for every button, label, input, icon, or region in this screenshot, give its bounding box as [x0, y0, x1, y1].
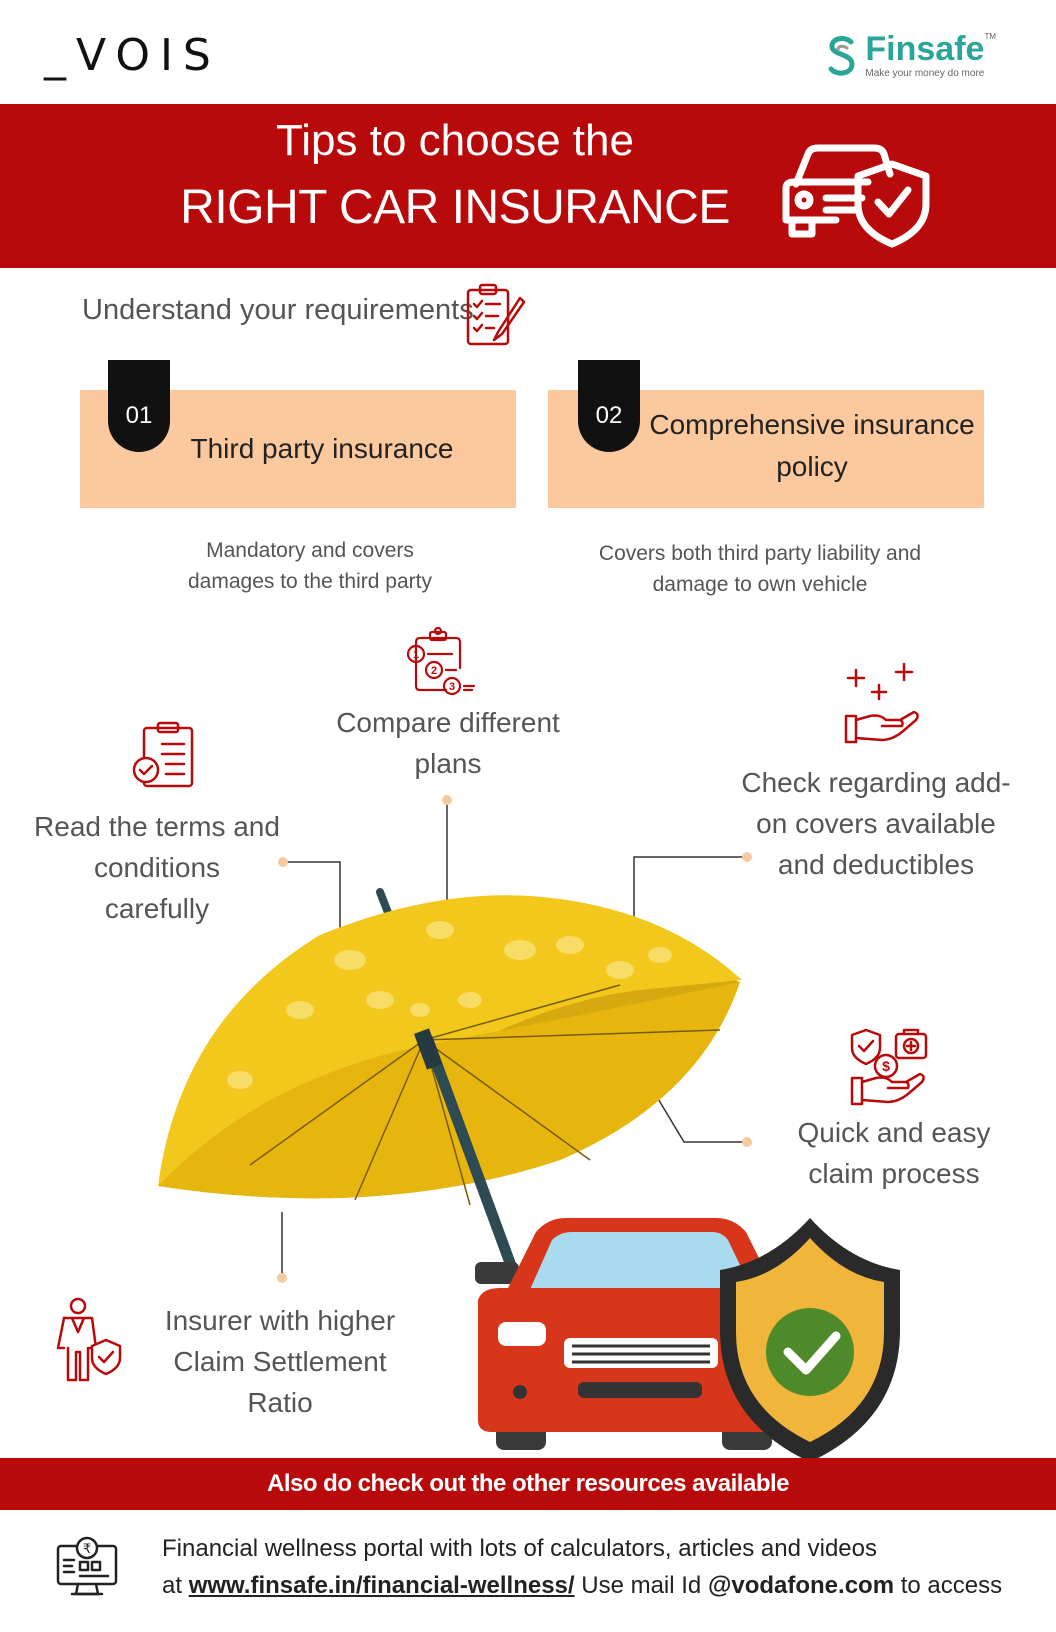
- finsafe-s-icon: [828, 35, 855, 76]
- document-check-icon: [132, 721, 194, 788]
- svg-text:1: 1: [413, 649, 419, 661]
- option-label-comprehensive-line1: Comprehensive insurance: [649, 409, 975, 440]
- tip-line: Claim Settlement: [173, 1346, 387, 1377]
- numbered-list-clipboard-icon: 123: [406, 626, 476, 696]
- resources-bar: Also do check out the other resources av…: [0, 1458, 1056, 1510]
- tip-read-terms: Read the terms and conditions carefully: [30, 806, 284, 929]
- tip-line: Read the terms and: [34, 811, 280, 842]
- option-desc-comprehensive: Covers both third party liability and da…: [570, 538, 950, 600]
- desc-line: Covers both third party liability and: [598, 542, 922, 565]
- shield-check-illustration: [720, 1218, 900, 1458]
- tip-line: carefully: [104, 893, 210, 924]
- tip-line: and deductibles: [777, 849, 975, 880]
- person-shield-icon: [56, 1297, 122, 1382]
- portal-email-domain: @vodafone.com: [707, 1572, 895, 1599]
- banner-line1: Tips to choose the: [276, 116, 634, 165]
- vois-logo: _VOIS: [44, 30, 221, 81]
- portal-url-link[interactable]: www.finsafe.in/financial-wellness/: [188, 1572, 575, 1599]
- finsafe-tagline: Make your money do more: [865, 68, 985, 79]
- option-label-third-party: Third party insurance: [190, 433, 454, 464]
- checklist-clipboard-icon: [466, 283, 526, 346]
- svg-text:$: $: [882, 1058, 890, 1074]
- option-number-02: 02: [578, 360, 640, 452]
- requirements-title: Understand your requirements: [82, 294, 474, 326]
- tip-claim-process: Quick and easy claim process: [766, 1112, 1022, 1194]
- finsafe-name: Finsafe: [865, 30, 985, 68]
- finsafe-tm: TM: [984, 32, 996, 41]
- tip-line: claim process: [808, 1158, 980, 1189]
- tip-line: on covers available: [756, 808, 996, 839]
- tip-line: Ratio: [247, 1387, 313, 1418]
- title-banner: Tips to choose the RIGHT CAR INSURANCE: [0, 104, 1056, 268]
- portal-line1: Financial wellness portal with lots of c…: [162, 1535, 877, 1562]
- portal-info: Financial wellness portal with lots of c…: [162, 1530, 1002, 1604]
- option-number-01: 01: [108, 360, 170, 452]
- umbrella-illustration: [158, 795, 900, 1458]
- hand-plus-icon: [844, 662, 919, 744]
- tip-line: Compare different: [336, 707, 560, 738]
- desc-line: damage to own vehicle: [652, 573, 868, 596]
- banner-line2: RIGHT CAR INSURANCE: [180, 181, 730, 234]
- portal-at: at: [162, 1572, 183, 1599]
- car-illustration: [475, 1218, 804, 1450]
- portal-suffix: to access: [900, 1572, 1003, 1599]
- option-label-comprehensive-line2: policy: [776, 451, 848, 482]
- tip-line: plans: [414, 748, 482, 779]
- option-desc-third-party: Mandatory and covers damages to the thir…: [140, 535, 480, 597]
- svg-text:3: 3: [449, 681, 455, 693]
- svg-text:₹: ₹: [83, 1542, 91, 1557]
- portal-mail-text: Use mail Id: [581, 1572, 702, 1599]
- desc-line: damages to the third party: [188, 570, 432, 593]
- tip-compare-plans: Compare different plans: [320, 702, 576, 784]
- tip-line: Quick and easy: [797, 1117, 991, 1148]
- tip-line: conditions: [93, 852, 221, 883]
- tip-line: Insurer with higher: [164, 1305, 396, 1336]
- option-label-comprehensive: Comprehensive insurance policy: [640, 404, 984, 488]
- finsafe-logo: FinsafeTM Make your money do more: [825, 32, 996, 79]
- portal-line2: at www.finsafe.in/financial-wellness/ Us…: [162, 1567, 1002, 1604]
- tip-line: Check regarding add-: [741, 767, 1011, 798]
- tip-claim-settlement: Insurer with higher Claim Settlement Rat…: [148, 1300, 412, 1423]
- desc-line: Mandatory and covers: [206, 539, 414, 562]
- tip-addon-covers: Check regarding add- on covers available…: [736, 762, 1016, 885]
- hand-coin-medical-icon: $: [850, 1028, 928, 1106]
- svg-text:2: 2: [431, 665, 437, 677]
- computer-rupee-icon: ₹: [56, 1536, 118, 1596]
- car-shield-icon: [782, 144, 930, 248]
